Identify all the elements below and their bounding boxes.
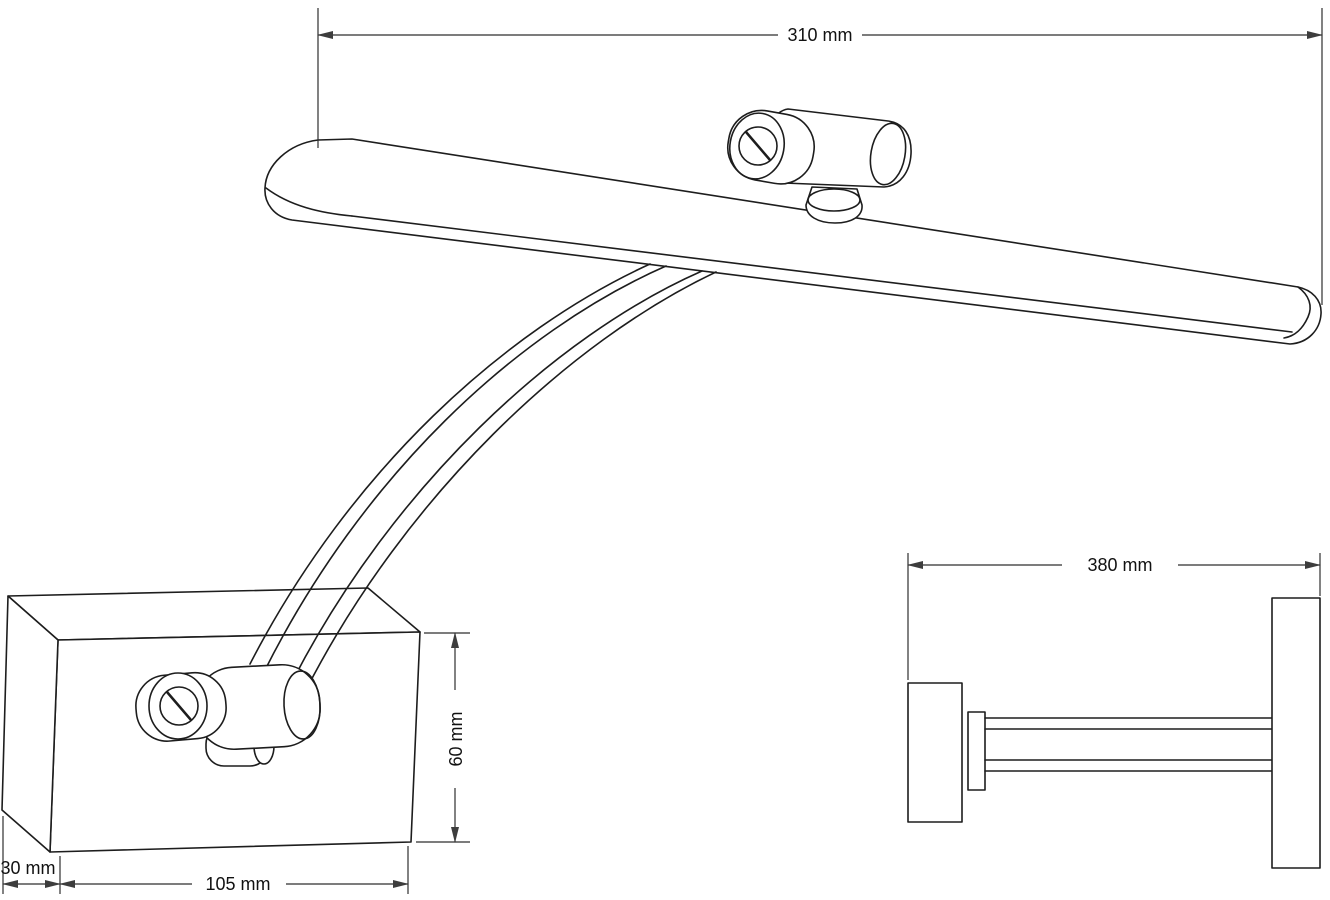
screw-head [738,126,778,166]
screw-head [159,686,199,726]
dimension-label-overall-depth: 380 mm [1087,555,1152,575]
screw-slot [744,130,772,162]
base-top-face [7,587,421,641]
picture-light-isometric-view [1,108,1322,853]
screw-slot [165,690,193,722]
support-arm-line [306,271,717,689]
base-side-face [1,595,59,853]
dimension-base-width: 105 mm [59,846,409,894]
lamp-shade-right-lip [1283,286,1311,339]
side-view-shade-mount [967,711,986,791]
support-arm-line [292,270,703,681]
dimension-base-depth: 30 mm [0,816,61,894]
dimension-label-base-depth: 30 mm [0,858,55,878]
lamp-shade-left-cap-edge [265,187,353,217]
arm-hinge [135,663,321,767]
support-arm-line [263,265,667,673]
dimension-annotations: 310 mm 380 mm 60 mm 105 mm [0,8,1323,894]
dimension-overall-depth: 380 mm [907,553,1321,680]
dimension-label-shade-width: 310 mm [787,25,852,45]
dimension-base-height: 60 mm [416,632,470,843]
lamp-shade-crease [351,215,1293,333]
side-view-wall-bracket [1271,597,1321,869]
lamp-shade [264,138,1322,345]
lamp-head [726,108,912,224]
lamp-head-knob-face [728,112,786,180]
lamp-head-collar [807,188,861,212]
support-arms [249,263,717,689]
side-profile-view [907,597,1321,869]
dimension-shade-width: 310 mm [317,8,1323,305]
lamp-head-end-cap [869,122,907,186]
hinge-end-cap [283,670,321,740]
dimension-label-base-width: 105 mm [205,874,270,894]
dimension-label-base-height: 60 mm [446,711,466,766]
support-arm-line [249,263,651,665]
side-view-shade-profile [907,682,963,823]
